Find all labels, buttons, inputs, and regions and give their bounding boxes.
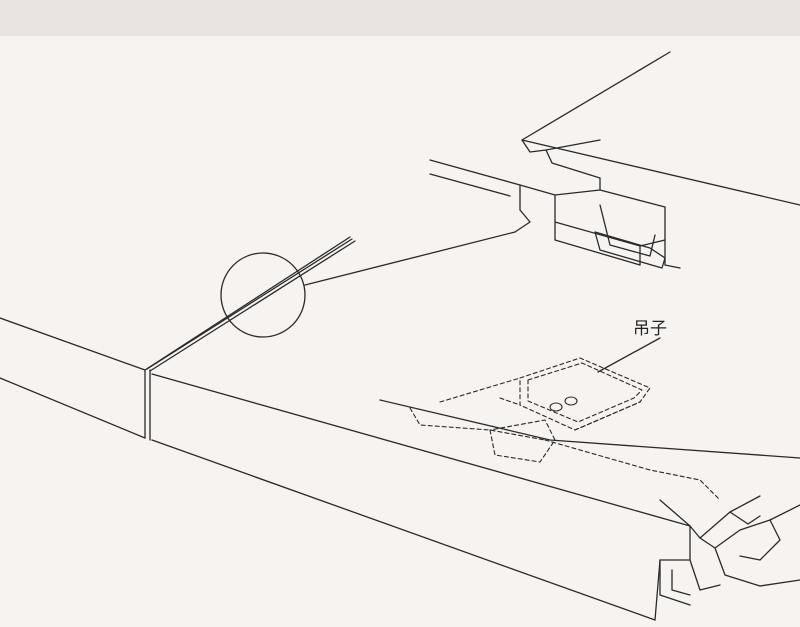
clip-label-leader [597, 337, 661, 373]
scan-top-band [0, 0, 800, 36]
seam-detail-top [429, 51, 800, 269]
clip-holes [549, 396, 578, 412]
detail-pointer-line [304, 231, 516, 286]
seam-line [144, 236, 356, 372]
seam-profile-bottom [379, 399, 800, 621]
roof-panel-right [151, 373, 691, 621]
clip-label: 吊子 [633, 319, 667, 339]
hidden-clip [409, 357, 721, 501]
detail-callout-circle [220, 252, 306, 338]
roof-panel-left [0, 317, 151, 441]
